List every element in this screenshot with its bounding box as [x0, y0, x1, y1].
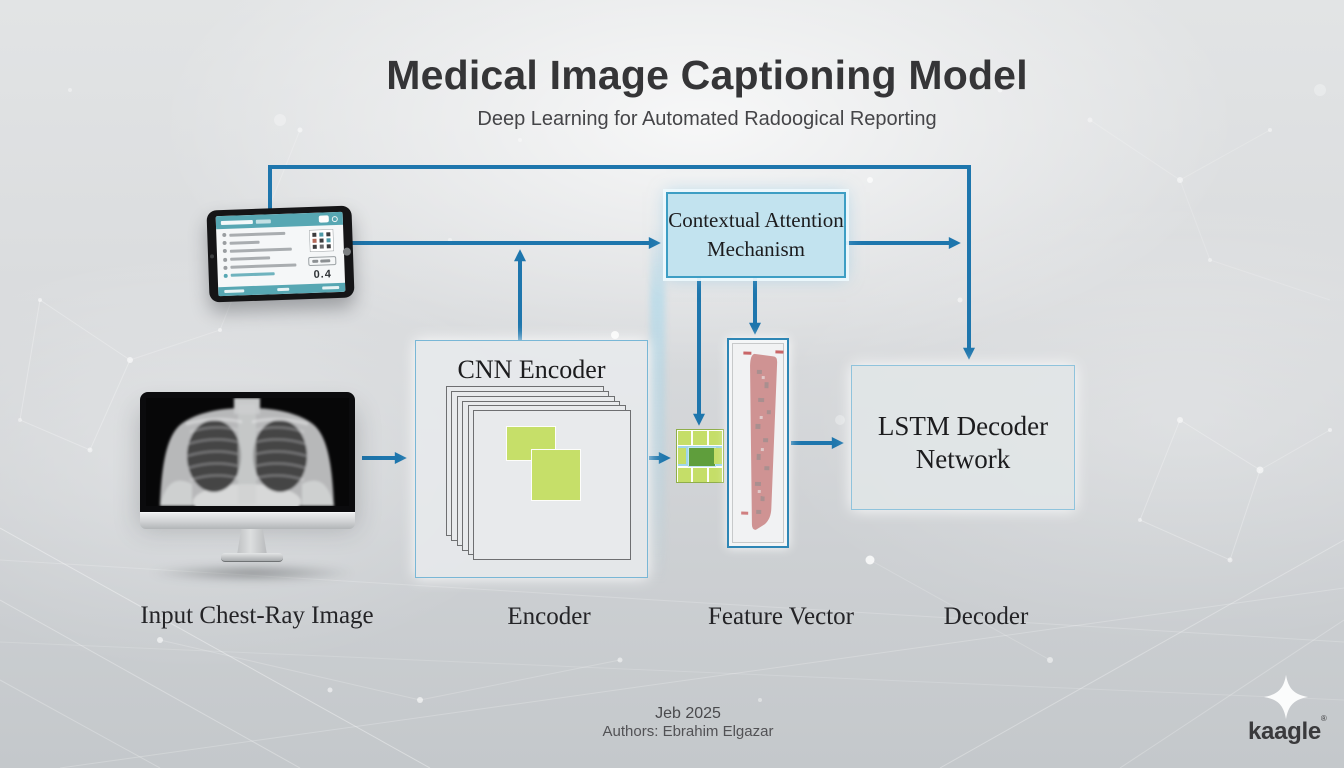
- tablet-settings-icon: [331, 215, 338, 222]
- feature-map-grid-icon: [676, 429, 724, 483]
- footer-authors: Authors: Ebrahim Elgazar: [602, 723, 774, 740]
- feature-map-center-cell: [688, 447, 716, 467]
- feature-vector-board-icon: [732, 343, 784, 543]
- monitor-stand-neck: [237, 529, 267, 555]
- feature-patch-icon: [531, 449, 581, 501]
- registered-mark: ®: [1320, 714, 1327, 723]
- attention-mechanism-box: Contextual Attention Mechanism: [666, 192, 846, 278]
- monitor-device: [140, 392, 355, 520]
- sparkle-star-icon: [1263, 674, 1309, 720]
- caption-input-image: Input Chest-Ray Image: [140, 602, 374, 629]
- attention-label-line1: Contextual Attention: [668, 208, 844, 232]
- tablet-header-icon: [318, 215, 329, 223]
- lstm-decoder-box: LSTM Decoder Network: [851, 365, 1075, 510]
- monitor-stand-base: [221, 553, 283, 562]
- tablet-small-button: [308, 256, 337, 267]
- light-streak: [650, 228, 665, 583]
- page-title: Medical Image Captioning Model: [386, 52, 1028, 98]
- tablet-report-list: [222, 230, 302, 285]
- tablet-device: 0.4: [206, 205, 355, 303]
- qr-code-icon: [309, 229, 334, 252]
- brand-logo-text: kaagle®: [1248, 714, 1327, 745]
- cnn-encoder-box: CNN Encoder: [415, 340, 648, 578]
- monitor-shadow: [148, 564, 356, 582]
- tablet-reading-value: 0.4: [313, 268, 333, 281]
- feature-vector-box: [727, 338, 789, 548]
- monitor-chin: [140, 512, 355, 529]
- caption-encoder: Encoder: [507, 603, 591, 630]
- lstm-label-line1: LSTM Decoder: [877, 411, 1049, 441]
- lstm-label-line2: Network: [915, 444, 1011, 474]
- tablet-screen: 0.4: [215, 211, 346, 297]
- cnn-layer-stack-icon: [416, 341, 649, 579]
- brand-logo: kaagle®: [1244, 674, 1344, 746]
- footer-date: Jeb 2025: [655, 705, 721, 722]
- caption-feature-vector: Feature Vector: [707, 603, 855, 630]
- attention-label-line2: Mechanism: [707, 237, 805, 261]
- tablet-camera-icon: [209, 254, 215, 259]
- chest-xray-image: [146, 398, 349, 520]
- arrow-feedback-loop: [268, 165, 975, 360]
- cnn-encoder-label: CNN Encoder: [457, 355, 606, 384]
- tablet-home-button-icon: [342, 247, 352, 256]
- page-subtitle: Deep Learning for Automated Radoogical R…: [477, 108, 937, 130]
- caption-decoder: Decoder: [943, 603, 1029, 630]
